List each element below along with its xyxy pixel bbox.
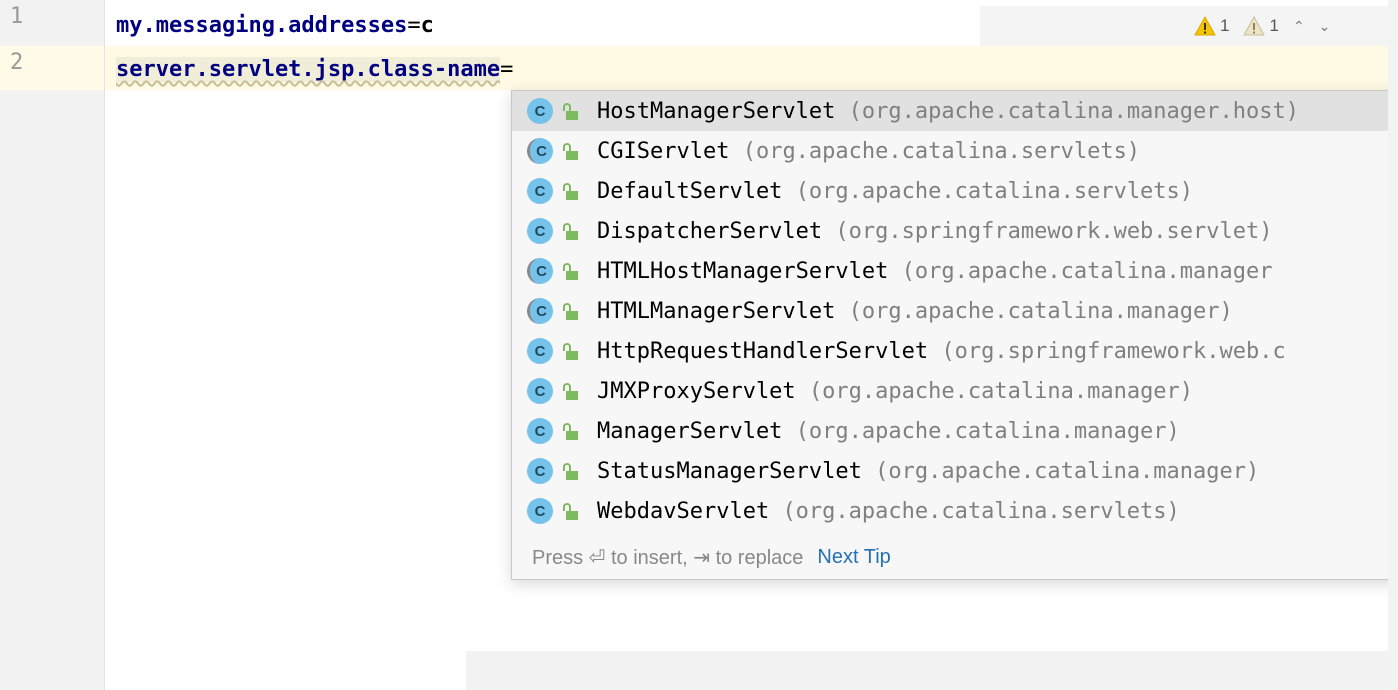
warnings-count: 1 <box>1220 16 1230 35</box>
chevron-up-icon[interactable]: ⌃ <box>1292 17 1305 34</box>
public-access-icon <box>563 463 578 480</box>
class-icon: C <box>527 298 553 324</box>
completion-item[interactable]: C CGIServlet (org.apache.catalina.servlet… <box>512 131 1398 171</box>
completion-item[interactable]: C JMXProxyServlet (org.apache.catalina.ma… <box>512 371 1398 411</box>
public-access-icon <box>563 223 578 240</box>
class-name: HTMLHostManagerServlet <box>597 258 889 284</box>
class-icon: C <box>527 178 553 204</box>
class-name: ManagerServlet <box>597 418 783 444</box>
property-separator: = <box>407 13 421 38</box>
class-icon: C <box>527 378 553 404</box>
package-name: (org.apache.catalina.manager <box>901 258 1273 284</box>
completion-footer: Press ⏎ to insert, ⇥ to replace Next Tip <box>512 537 1398 577</box>
class-name: HostManagerServlet <box>597 98 836 124</box>
public-access-icon <box>563 183 578 200</box>
completion-item[interactable]: C HttpRequestHandlerServlet (org.springfr… <box>512 331 1398 371</box>
public-access-icon <box>563 263 578 280</box>
public-access-icon <box>563 343 578 360</box>
completion-item[interactable]: C DispatcherServlet (org.springframework.… <box>512 211 1398 251</box>
class-name: JMXProxyServlet <box>597 378 796 404</box>
warnings-indicator[interactable]: 1 <box>1194 16 1229 36</box>
class-name: DefaultServlet <box>597 178 783 204</box>
package-name: (org.apache.catalina.manager) <box>795 418 1180 444</box>
class-icon: C <box>527 138 553 164</box>
completion-item-label: DispatcherServlet (org.springframework.w… <box>597 219 1273 244</box>
completion-item[interactable]: C HostManagerServlet (org.apache.catalina… <box>512 91 1398 131</box>
completion-item-label: CGIServlet (org.apache.catalina.servlets… <box>597 139 1140 164</box>
completion-item[interactable]: C StatusManagerServlet (org.apache.catali… <box>512 451 1398 491</box>
package-name: (org.apache.catalina.servlets) <box>742 138 1141 164</box>
completion-popup[interactable]: C HostManagerServlet (org.apache.catalina… <box>511 90 1398 580</box>
completion-item[interactable]: C WebdavServlet (org.apache.catalina.serv… <box>512 491 1398 531</box>
public-access-icon <box>563 143 578 160</box>
inspection-widget[interactable]: 1 1 ⌃ ⌄ <box>980 6 1398 46</box>
completion-item-label: DefaultServlet (org.apache.catalina.serv… <box>597 179 1193 204</box>
completion-item-label: JMXProxyServlet (org.apache.catalina.man… <box>597 379 1193 404</box>
line-number: 2 <box>10 50 24 75</box>
code-line-1[interactable]: my.messaging.addresses=c <box>116 4 434 48</box>
weak-warnings-count: 1 <box>1269 16 1279 35</box>
property-key[interactable]: server.servlet.jsp.class-name <box>116 57 501 82</box>
package-name: (org.springframework.web.servlet) <box>835 218 1273 244</box>
warning-icon <box>1194 16 1216 36</box>
line-number: 1 <box>10 4 24 29</box>
class-icon: C <box>527 218 553 244</box>
class-name: CGIServlet <box>597 138 730 164</box>
gutter-current-line <box>0 46 104 90</box>
package-name: (org.apache.catalina.servlets) <box>782 498 1180 524</box>
class-icon: C <box>527 258 553 284</box>
completion-list: C HostManagerServlet (org.apache.catalina… <box>512 91 1398 531</box>
code-line-2[interactable]: server.servlet.jsp.class-name= <box>116 48 513 92</box>
public-access-icon <box>563 383 578 400</box>
class-name: DispatcherServlet <box>597 218 823 244</box>
class-name: HttpRequestHandlerServlet <box>597 338 929 364</box>
completion-item-label: WebdavServlet (org.apache.catalina.servl… <box>597 499 1180 524</box>
completion-item[interactable]: C ManagerServlet (org.apache.catalina.man… <box>512 411 1398 451</box>
next-tip-link[interactable]: Next Tip <box>817 545 891 568</box>
property-value[interactable]: c <box>420 13 434 38</box>
package-name: (org.apache.catalina.manager.host) <box>848 98 1300 124</box>
package-name: (org.apache.catalina.manager) <box>808 378 1194 404</box>
public-access-icon <box>563 503 578 520</box>
line-gutter: 1 2 <box>0 0 105 690</box>
package-name: (org.apache.catalina.servlets) <box>795 178 1194 204</box>
completion-item[interactable]: C HTMLManagerServlet (org.apache.catalina… <box>512 291 1398 331</box>
bottom-panel <box>466 651 1398 690</box>
completion-hint: Press ⏎ to insert, ⇥ to replace <box>532 546 804 569</box>
public-access-icon <box>563 303 578 320</box>
public-access-icon <box>563 423 578 440</box>
weak-warning-icon <box>1243 16 1266 36</box>
class-name: HTMLManagerServlet <box>597 298 836 324</box>
completion-item-label: HttpRequestHandlerServlet (org.springfra… <box>597 339 1286 364</box>
completion-item-label: HostManagerServlet (org.apache.catalina.… <box>597 99 1299 124</box>
completion-item[interactable]: C HTMLHostManagerServlet (org.apache.cata… <box>512 251 1398 291</box>
class-icon: C <box>527 338 553 364</box>
class-icon: C <box>527 418 553 444</box>
completion-item-label: HTMLManagerServlet (org.apache.catalina.… <box>597 299 1233 324</box>
completion-item-label: HTMLHostManagerServlet (org.apache.catal… <box>597 259 1273 284</box>
package-name: (org.apache.catalina.manager) <box>875 458 1260 484</box>
completion-item[interactable]: C DefaultServlet (org.apache.catalina.ser… <box>512 171 1398 211</box>
class-icon: C <box>527 458 553 484</box>
class-name: StatusManagerServlet <box>597 458 862 484</box>
package-name: (org.springframework.web.c <box>941 338 1286 364</box>
completion-item-label: ManagerServlet (org.apache.catalina.mana… <box>597 419 1180 444</box>
class-icon: C <box>527 498 553 524</box>
weak-warnings-indicator[interactable]: 1 <box>1243 16 1279 36</box>
class-icon: C <box>527 98 553 124</box>
property-key[interactable]: my.messaging.addresses <box>116 13 408 38</box>
completion-item-label: StatusManagerServlet (org.apache.catalin… <box>597 459 1259 484</box>
property-separator: = <box>500 57 514 82</box>
package-name: (org.apache.catalina.manager) <box>848 298 1233 324</box>
editor-scrollbar[interactable] <box>1388 0 1398 690</box>
chevron-down-icon[interactable]: ⌄ <box>1318 17 1331 34</box>
class-name: WebdavServlet <box>597 498 770 524</box>
public-access-icon <box>563 103 578 120</box>
